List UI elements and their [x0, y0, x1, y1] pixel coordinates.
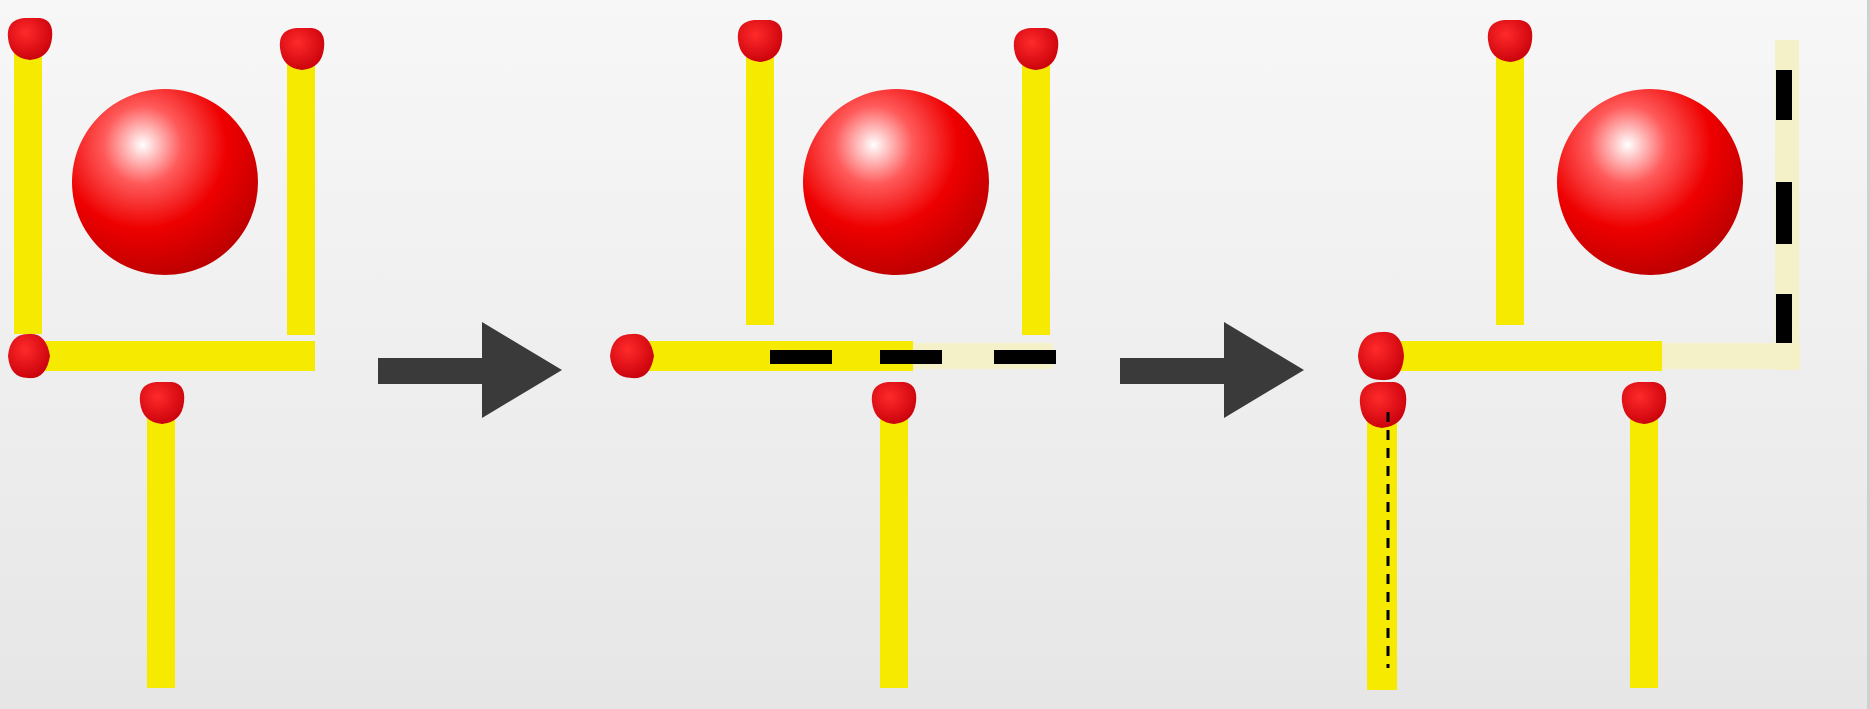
matchstick-bottom-vertical — [871, 382, 917, 688]
red-ball — [72, 89, 258, 275]
matchstick-horizontal — [8, 333, 315, 379]
dashed-marker-horizontal — [770, 350, 1056, 364]
matchstick-horizontal — [1358, 331, 1662, 381]
matchstick-bottom-vertical — [139, 382, 185, 688]
matchstick-top-vertical — [1487, 20, 1533, 325]
panel-step-2-figure — [1358, 20, 1800, 690]
matchstick-right-vertical — [1013, 28, 1059, 335]
ghost-matchstick-horizontal — [1662, 343, 1800, 369]
matchstick-horizontal-moved — [610, 333, 913, 379]
red-ball — [1557, 89, 1743, 275]
matchstick-left-vertical — [737, 20, 783, 325]
arrow-right-1 — [378, 322, 562, 418]
matchstick-right-vertical — [279, 28, 325, 335]
matchstick-bottom-left-moved — [1359, 382, 1407, 690]
matchstick-bottom-right — [1621, 382, 1667, 688]
matchstick-left-vertical — [7, 18, 53, 334]
dashed-marker-vertical — [1776, 70, 1792, 356]
panel-initial-figure — [7, 18, 325, 688]
arrow-right-2 — [1120, 322, 1304, 418]
panel-step-1-figure — [610, 20, 1059, 688]
red-ball — [803, 89, 989, 275]
